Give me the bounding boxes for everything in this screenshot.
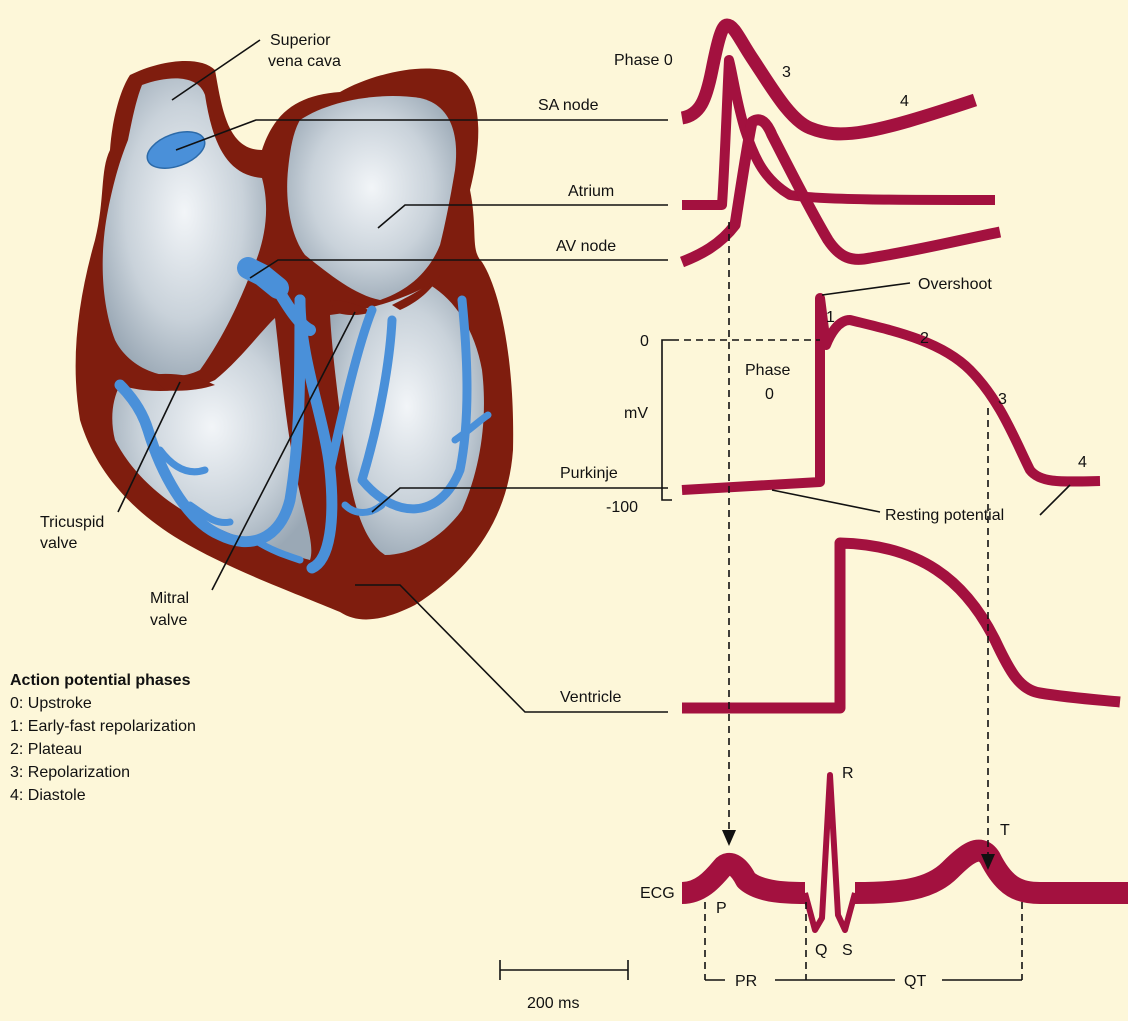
mv-zero-label: 0 bbox=[640, 333, 649, 350]
sa-phase0-label: Phase 0 bbox=[614, 52, 673, 69]
purkinje-phase4-label: 4 bbox=[1078, 454, 1087, 471]
mitral-label-line1: Mitral bbox=[150, 590, 189, 607]
ecg-r-label: R bbox=[842, 765, 854, 782]
legend-item-1: 1: Early-fast repolarization bbox=[10, 718, 196, 735]
sa-phase3-label: 3 bbox=[782, 64, 791, 81]
av-node-label: AV node bbox=[556, 238, 616, 255]
tricuspid-label-line1: Tricuspid bbox=[40, 514, 104, 531]
legend-item-0: 0: Upstroke bbox=[10, 695, 92, 712]
svc-label-line1: Superior bbox=[270, 32, 331, 49]
ventricle-label: Ventricle bbox=[560, 689, 621, 706]
atrium-label: Atrium bbox=[568, 183, 614, 200]
ecg-p-label: P bbox=[716, 900, 727, 917]
tricuspid-label-line2: valve bbox=[40, 535, 77, 552]
purkinje-phase2-label: 2 bbox=[920, 330, 929, 347]
ecg-label: ECG bbox=[640, 885, 675, 902]
purkinje-phase0-line2: 0 bbox=[765, 386, 774, 403]
ecg-s-label: S bbox=[842, 942, 853, 959]
legend-title: Action potential phases bbox=[10, 672, 191, 689]
mv-min-label: -100 bbox=[606, 499, 638, 516]
scale-bar-label: 200 ms bbox=[527, 995, 579, 1012]
pr-interval-label: PR bbox=[735, 973, 757, 990]
legend-item-3: 3: Repolarization bbox=[10, 764, 130, 781]
ecg-q-label: Q bbox=[815, 942, 827, 959]
purkinje-phase3-label: 3 bbox=[998, 391, 1007, 408]
svc-label-line2: vena cava bbox=[268, 53, 341, 70]
purkinje-phase1-label: 1 bbox=[826, 309, 835, 326]
sa-node-label: SA node bbox=[538, 97, 599, 114]
purkinje-label: Purkinje bbox=[560, 465, 618, 482]
mv-unit-label: mV bbox=[624, 405, 648, 422]
purkinje-phase0-line1: Phase bbox=[745, 362, 790, 379]
legend-item-2: 2: Plateau bbox=[10, 741, 82, 758]
legend-item-4: 4: Diastole bbox=[10, 787, 86, 804]
qt-interval-label: QT bbox=[904, 973, 926, 990]
mitral-label-line2: valve bbox=[150, 612, 187, 629]
overshoot-label: Overshoot bbox=[918, 276, 992, 293]
sa-phase4-label: 4 bbox=[900, 93, 909, 110]
ecg-t-label: T bbox=[1000, 822, 1010, 839]
resting-potential-label: Resting potential bbox=[885, 507, 1004, 524]
